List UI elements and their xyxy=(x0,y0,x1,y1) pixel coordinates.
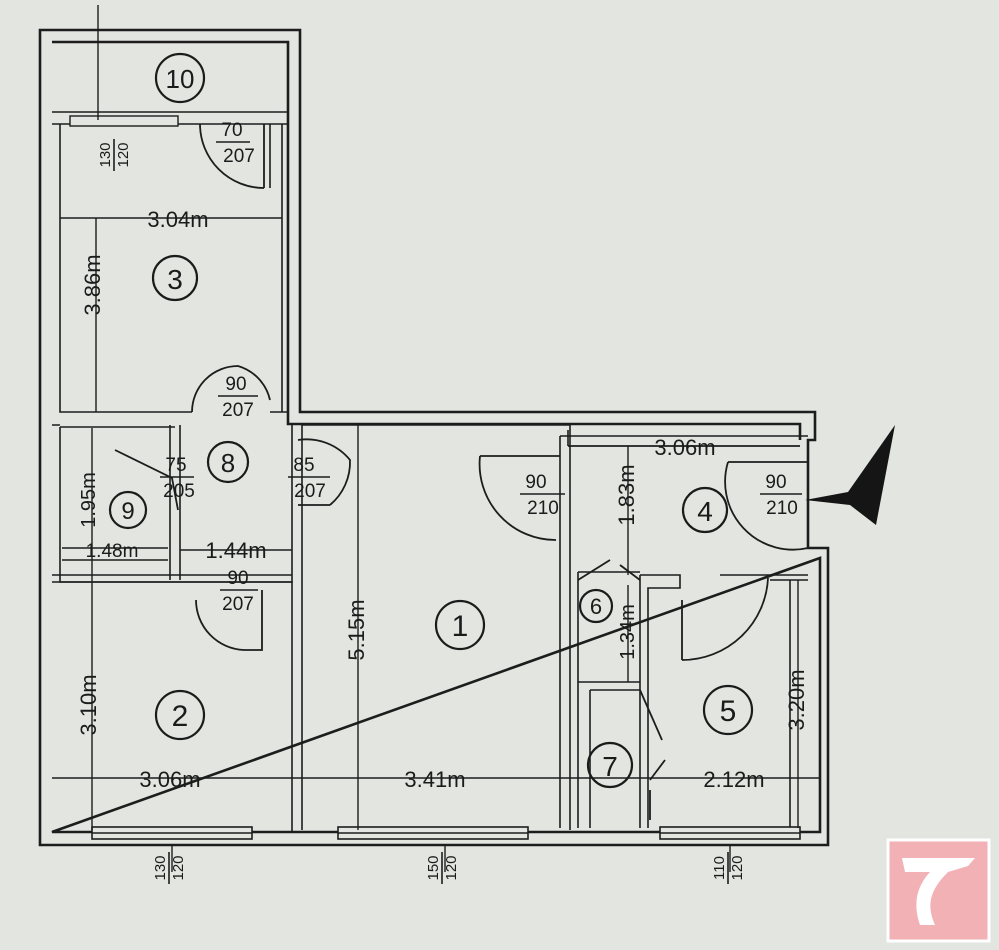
room3-length-label: 3.86m xyxy=(80,254,105,315)
svg-text:75: 75 xyxy=(165,455,186,476)
room4-length-label: 1.83m xyxy=(614,464,639,525)
room2-length-label: 3.10m xyxy=(76,674,101,735)
svg-text:130: 130 xyxy=(97,142,114,167)
room8-width-label: 1.44m xyxy=(205,538,266,563)
room2-width-label: 3.06m xyxy=(139,767,200,792)
door-size-labels: 70 207 90 207 75 205 85 207 90 207 90 21… xyxy=(160,120,802,615)
svg-text:207: 207 xyxy=(294,481,326,502)
svg-text:10: 10 xyxy=(166,64,195,94)
room-numbers: 1 2 3 4 5 6 7 8 xyxy=(108,52,754,789)
svg-text:1: 1 xyxy=(452,610,469,643)
room1-width-label: 3.41m xyxy=(404,767,465,792)
svg-text:90: 90 xyxy=(765,472,786,493)
svg-text:5: 5 xyxy=(720,695,737,728)
room-1-label: 1 xyxy=(434,599,486,651)
svg-text:8: 8 xyxy=(221,448,235,478)
room-6-label: 6 xyxy=(578,588,614,624)
svg-text:6: 6 xyxy=(590,594,602,619)
svg-text:90: 90 xyxy=(227,568,248,589)
svg-text:130: 130 xyxy=(152,855,169,880)
room3-width-label: 3.04m xyxy=(147,207,208,232)
room-3-label: 3 xyxy=(151,254,199,302)
room-4-label: 4 xyxy=(681,486,729,534)
door-label-balcony: 70 207 xyxy=(216,120,255,167)
room9-length-label: 1.95m xyxy=(78,472,100,528)
door-label-room4-left: 90 210 xyxy=(520,472,565,519)
svg-text:120: 120 xyxy=(115,142,132,167)
room-5-label: 5 xyxy=(702,684,754,736)
svg-text:85: 85 xyxy=(293,455,314,476)
room4-width-label: 3.06m xyxy=(654,435,715,460)
svg-text:110: 110 xyxy=(711,856,728,880)
dimension-labels: 3.04m 3.86m 1.95m 1.48m 1.44m 3.10m 3.06… xyxy=(76,207,809,792)
svg-text:90: 90 xyxy=(225,374,246,395)
svg-text:2: 2 xyxy=(172,700,189,733)
room-8-label: 8 xyxy=(206,440,250,484)
svg-text:207: 207 xyxy=(222,400,254,421)
room5-length-label: 3.20m xyxy=(784,669,809,730)
entrance-arrow-icon xyxy=(805,425,895,525)
room-2-label: 2 xyxy=(154,689,206,741)
svg-text:120: 120 xyxy=(170,855,187,880)
room-7-label: 7 xyxy=(586,741,634,789)
door-label-entrance: 90 210 xyxy=(760,472,802,519)
svg-text:3: 3 xyxy=(167,264,183,295)
window-label-room3: 130 120 xyxy=(97,139,132,171)
svg-text:205: 205 xyxy=(163,481,195,502)
window-label-room5: 110 120 xyxy=(711,852,746,884)
bird-logo-icon xyxy=(886,838,991,943)
svg-text:207: 207 xyxy=(222,594,254,615)
svg-text:120: 120 xyxy=(729,855,746,880)
dimension-lines xyxy=(52,5,820,872)
svg-text:70: 70 xyxy=(221,120,242,141)
svg-text:9: 9 xyxy=(121,498,134,525)
svg-text:120: 120 xyxy=(443,855,460,880)
svg-text:90: 90 xyxy=(525,472,546,493)
door-label-room9: 75 205 xyxy=(160,455,195,502)
room9-width-label: 1.48m xyxy=(86,541,139,562)
svg-text:150: 150 xyxy=(425,855,442,880)
svg-text:210: 210 xyxy=(527,498,559,519)
room6-length-label: 1.34m xyxy=(617,604,639,660)
door-label-room2: 90 207 xyxy=(220,568,258,615)
doors xyxy=(114,123,809,820)
window-size-labels: 130 120 130 120 150 120 110 120 xyxy=(97,139,746,884)
window-label-room1: 150 120 xyxy=(425,852,460,884)
svg-text:207: 207 xyxy=(223,146,255,167)
door-label-room3: 90 207 xyxy=(218,374,258,421)
window-label-room2: 130 120 xyxy=(152,852,187,884)
windows xyxy=(69,115,801,840)
room1-length-label: 5.15m xyxy=(344,599,369,660)
door-label-room1: 85 207 xyxy=(288,455,330,502)
room-10-label: 10 xyxy=(154,52,206,104)
room-9-label: 9 xyxy=(108,490,148,530)
svg-text:210: 210 xyxy=(766,498,798,519)
svg-text:7: 7 xyxy=(602,751,618,782)
room5-width-label: 2.12m xyxy=(703,767,764,792)
svg-text:4: 4 xyxy=(697,496,713,527)
